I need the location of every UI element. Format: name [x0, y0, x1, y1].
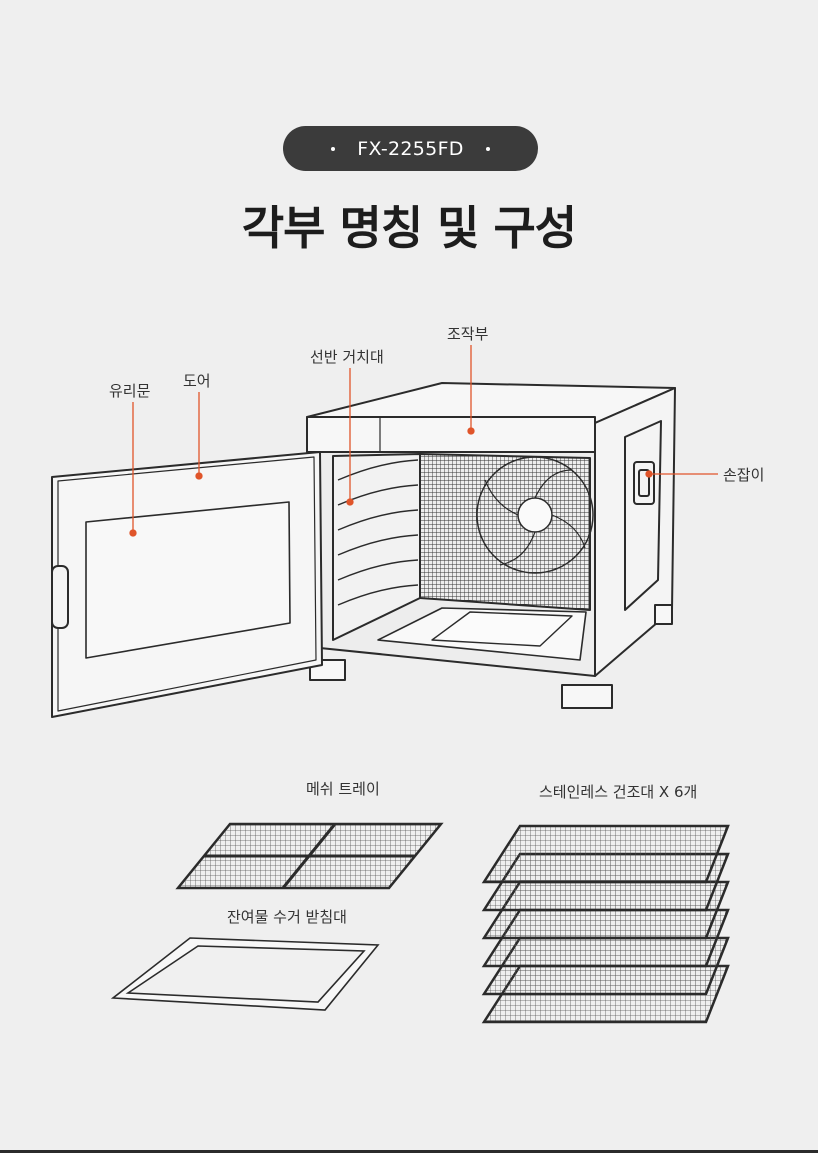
bullet-dot-right — [485, 146, 490, 151]
door-latch — [51, 565, 69, 629]
label-handle: 손잡이 — [723, 466, 765, 484]
floor-tray — [431, 611, 573, 647]
door-inner-edge — [57, 456, 317, 712]
label-control-panel: 조작부 — [447, 325, 489, 343]
model-badge: FX-2255FD — [283, 126, 538, 171]
fan-hub — [517, 497, 553, 533]
label-mesh-tray: 메쉬 트레이 — [306, 780, 380, 798]
rack-rails — [337, 459, 419, 606]
control-panel-part — [306, 416, 596, 453]
model-name: FX-2255FD — [357, 137, 464, 160]
callouts — [129, 345, 718, 537]
label-shelf-rack: 선반 거치대 — [310, 348, 384, 366]
main-unit — [51, 382, 676, 718]
mesh-tray-illustration — [175, 822, 444, 890]
shelf-rack-part — [332, 453, 421, 641]
fan-guard — [476, 456, 594, 574]
label-drip-tray: 잔여물 수거 받침대 — [227, 908, 347, 926]
handle-grip — [638, 469, 650, 497]
right-side — [594, 387, 676, 677]
label-racks: 스테인레스 건조대 X 6개 — [539, 783, 698, 801]
side-panel — [624, 420, 662, 611]
label-door: 도어 — [183, 372, 211, 390]
label-glass-door: 유리문 — [109, 382, 151, 400]
fan-blades — [484, 469, 586, 566]
foot-back — [654, 604, 673, 625]
back-mesh-wall — [419, 453, 591, 611]
foot-right — [561, 684, 613, 709]
bottom-divider — [0, 1150, 818, 1153]
page-title: 각부 명칭 및 구성 — [241, 201, 577, 255]
handle-part — [633, 461, 655, 505]
bullet-dot-left — [331, 146, 336, 151]
glass-window — [85, 501, 291, 659]
drip-tray-illustration — [110, 937, 380, 1011]
rack-stack-illustration — [481, 824, 730, 1024]
